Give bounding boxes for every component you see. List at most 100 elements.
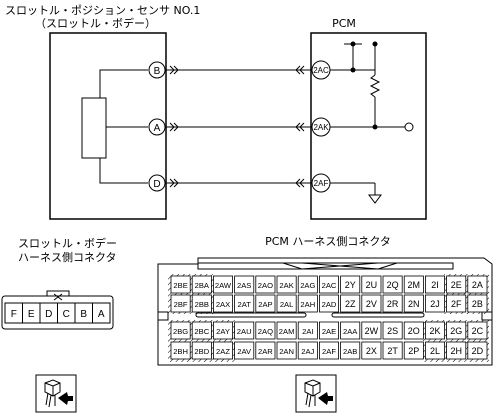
pcm-pin-2af-label: 2AF <box>314 179 329 188</box>
pcm-connector-cell <box>191 321 212 340</box>
pcm-connector-cell <box>382 341 403 360</box>
pcm-connector-pin: 2AR <box>258 347 273 356</box>
pcm-connector-cell <box>340 321 361 340</box>
pcm-connector-cell <box>297 294 318 313</box>
pcm-connector-cell <box>234 275 255 294</box>
pcm-connector-pin: 2O <box>408 326 420 336</box>
pcm-connector-cell <box>382 294 403 313</box>
pcm-connector-cell <box>361 341 382 360</box>
pcm-pin-2ak: 2AK <box>311 117 331 137</box>
connector-view-icon-left <box>35 374 77 413</box>
pcm-connector-pin: 2AH <box>300 300 315 309</box>
pcm-connector-pin: 2AM <box>279 327 295 336</box>
sensor-pin-d-label: D <box>153 179 160 190</box>
connector-symbols <box>169 65 305 188</box>
left-connector-latch-icon <box>53 293 63 301</box>
pcm-connector-pin: 2E <box>451 280 462 290</box>
sensor-element <box>81 97 107 159</box>
connector-view-icon-right <box>295 374 337 413</box>
sensor-pin-a-label: A <box>154 123 161 134</box>
pcm-connector-cell <box>446 341 467 360</box>
pcm-connector-cell <box>212 341 233 360</box>
pcm-connector-pin: 2Z <box>345 299 356 309</box>
pcm-connector-pin: 2M <box>408 280 421 290</box>
left-connector-pin: B <box>80 309 87 320</box>
pcm-connector-cell <box>276 341 297 360</box>
pcm-connector-cell <box>255 275 276 294</box>
pcm-title: PCM <box>332 17 356 30</box>
pcm-connector-cell <box>191 275 212 294</box>
pcm-connector-cell <box>234 321 255 340</box>
pcm-connector-pin: 2AT <box>238 300 252 309</box>
pcm-connector-pin: 2I <box>431 280 439 290</box>
pcm-connector-pin: 2BF <box>174 300 188 309</box>
pcm-connector-pin: 2S <box>387 326 398 336</box>
pcm-box <box>310 32 427 220</box>
pcm-connector-pin: 2N <box>408 299 420 309</box>
pcm-output-terminal <box>404 122 414 132</box>
pcm-connector-pin: 2AS <box>237 281 251 290</box>
pcm-connector-cell <box>467 341 488 360</box>
pcm-connector-pin: 2X <box>366 346 377 356</box>
pcm-connector-pin: 2V <box>366 299 377 309</box>
pcm-connector-pin: 2U <box>366 280 378 290</box>
sensor-subtitle: （スロットル・ボデー） <box>35 16 156 30</box>
pcm-connector-cell <box>424 321 445 340</box>
pcm-connector-cell <box>382 275 403 294</box>
pcm-pin-2ac-label: 2AC <box>313 66 329 75</box>
left-connector-pin: F <box>11 309 17 320</box>
pcm-connector-pin: 2AU <box>237 327 252 336</box>
pcm-connector-pin: 2R <box>387 299 399 309</box>
pcm-connector-cell <box>191 294 212 313</box>
pcm-internal-circuit <box>330 43 405 204</box>
pcm-pin-2af: 2AF <box>311 173 331 193</box>
pcm-connector-cell <box>255 341 276 360</box>
pcm-connector-cell <box>318 321 339 340</box>
sensor-pin-a: A <box>148 118 166 136</box>
sensor-title: スロットル・ポジション・センサ NO.1 <box>5 4 200 17</box>
sensor-pin-b-label: B <box>154 66 161 77</box>
pcm-connector-pin: 2T <box>387 346 398 356</box>
pcm-connector-cell <box>446 294 467 313</box>
left-connector-pin: E <box>28 309 35 320</box>
pcm-connector-pin: 2AF <box>322 347 336 356</box>
pcm-connector-cell <box>276 321 297 340</box>
pcm-connector-cell <box>340 275 361 294</box>
pcm-connector-pin: 2AX <box>216 300 230 309</box>
pcm-connector-cell <box>234 294 255 313</box>
pcm-connector-pin: 2P <box>408 346 419 356</box>
pcm-connector-pin: 2BG <box>173 327 188 336</box>
pcm-connector-pin: 2AQ <box>258 327 273 336</box>
pcm-connector-pin: 2W <box>365 326 379 336</box>
pcm-connector-pin: 2AG <box>300 281 315 290</box>
pcm-connector-cell <box>467 294 488 313</box>
pcm-connector-cell <box>340 294 361 313</box>
pcm-connector-pin: 2AJ <box>301 347 314 356</box>
pcm-connector-cell <box>212 321 233 340</box>
pcm-connector-cell <box>467 321 488 340</box>
pcm-connector-pin: 2AC <box>322 281 337 290</box>
sensor-internal-wiring <box>99 69 148 184</box>
pcm-connector-pin: 2AA <box>343 327 358 336</box>
pcm-connector-pin: 2BD <box>194 347 209 356</box>
pcm-connector-pin: 2BA <box>195 281 210 290</box>
pcm-connector-cell <box>255 294 276 313</box>
pcm-connector-pin: 2AP <box>258 300 272 309</box>
pcm-connector-cell <box>467 275 488 294</box>
pcm-connector-cell <box>318 275 339 294</box>
pcm-connector-pin: 2BC <box>194 327 209 336</box>
pcm-connector-cell <box>361 294 382 313</box>
pcm-connector-cell <box>276 275 297 294</box>
pcm-connector-cell <box>170 341 191 360</box>
pcm-connector-cell <box>297 275 318 294</box>
pcm-connector-pin: 2J <box>430 299 440 309</box>
pcm-connector-pin: 2AN <box>279 347 294 356</box>
sensor-pin-d: D <box>148 174 166 192</box>
pcm-connector-cell <box>191 341 212 360</box>
pcm-connector-pin: 2BE <box>173 281 187 290</box>
pcm-connector-pin: 2AL <box>280 300 294 309</box>
pcm-pin-2ac: 2AC <box>311 60 331 80</box>
pcm-pin-2ak-label: 2AK <box>313 123 329 132</box>
right-connector-title: PCM ハーネス側コネクタ <box>265 235 391 248</box>
pcm-junction-dots <box>350 41 378 130</box>
